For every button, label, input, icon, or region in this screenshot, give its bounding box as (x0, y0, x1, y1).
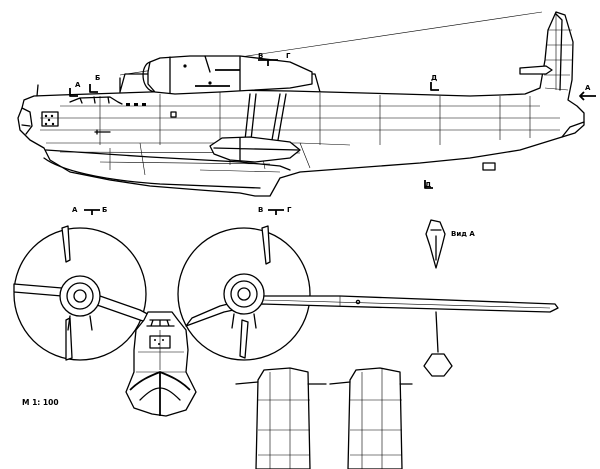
tail-cone (561, 121, 585, 138)
hull-front-panel (149, 335, 171, 349)
hull-handrail (94, 129, 111, 135)
tail-fin-ribs (544, 12, 572, 91)
section-label: В (258, 206, 263, 214)
engine-spinner-dot (183, 64, 187, 68)
wing-float-front (435, 311, 439, 353)
section-label: А (585, 84, 591, 92)
bow-window-dot (50, 114, 54, 118)
section-marker-ab-bottom (84, 209, 100, 215)
scale-label: М 1: 100 (22, 398, 59, 407)
wing-float-front-body (423, 353, 453, 377)
hull-hatch (482, 162, 496, 171)
hull-front-bottom (129, 371, 191, 416)
tailplane (519, 65, 553, 75)
cockpit-window (142, 103, 146, 106)
propeller-blade-right (239, 225, 271, 359)
hull-front-dot (158, 343, 160, 345)
section-label: Г (286, 52, 291, 60)
engine-nacelle (147, 55, 313, 95)
antenna-mast (36, 84, 39, 97)
nacelle-left-inner (66, 282, 94, 310)
section-label: Д (431, 74, 437, 82)
wing-panel-right-ribs (350, 368, 402, 469)
front-view (13, 219, 559, 417)
wing-panel-right-flap (329, 381, 413, 385)
cockpit-window (126, 103, 130, 106)
bow-window (41, 111, 59, 127)
section-label: Г (287, 206, 292, 214)
bow-window-dot (44, 122, 48, 126)
section-label: Б (102, 206, 107, 214)
wing-panel-left-flap (235, 381, 327, 385)
wing-panel-right (347, 367, 403, 469)
propeller-disc-right (177, 227, 311, 361)
tail-fin-front-detail (430, 229, 442, 261)
section-label: В (258, 52, 263, 60)
section-marker-a-top (69, 88, 78, 97)
hull-keel (43, 149, 291, 189)
section-label: Б (95, 74, 100, 82)
propeller-disc-left (13, 227, 147, 361)
section-marker-d-top (430, 82, 439, 91)
wing-right-trailing (261, 296, 551, 309)
wing-float-detail (213, 137, 299, 161)
section-label: А (75, 81, 81, 89)
view-label: Вид А (451, 230, 475, 238)
section-label: А (72, 206, 78, 214)
nacelle-left-hub (73, 289, 87, 303)
bow-window-dot (44, 114, 48, 118)
nacelle-right-outer (223, 273, 265, 315)
bow-window-dot (47, 118, 51, 122)
wing-marker (355, 299, 361, 305)
section-marker-d-bottom (424, 180, 433, 189)
hull-front (125, 311, 197, 417)
wing-panel-left-ribs (258, 368, 310, 469)
side-view (17, 11, 596, 197)
float-struts (244, 93, 287, 141)
hull-port (170, 111, 177, 118)
nacelle-struts (67, 313, 257, 331)
hull-outline (17, 11, 585, 197)
section-marker-vg-bottom (268, 209, 284, 215)
propeller-blade-left (61, 225, 73, 361)
hull-front-bottom-detail (139, 387, 181, 401)
hull-front-dot (162, 339, 164, 341)
wing-panel-details (235, 367, 413, 469)
nacelle-left-outer (59, 275, 101, 317)
nacelle-right-inner (230, 280, 258, 308)
section-marker-b-top (89, 84, 98, 93)
section-marker-vg-top (258, 59, 278, 66)
section-label: Д (425, 181, 431, 189)
engine-spinner-dot (208, 81, 212, 85)
engine-exhaust (195, 69, 240, 87)
engine-cowling (142, 55, 241, 94)
nacelle-right-hub (237, 287, 251, 301)
hull-lower-plating (46, 142, 351, 176)
hull-front-windows (146, 319, 175, 327)
hull-front-dot (154, 339, 156, 341)
bow-window-dot (51, 122, 55, 126)
tail-fin-rudder (555, 13, 563, 91)
wing-panel-left (255, 367, 311, 469)
cockpit-window (134, 103, 138, 106)
hull-panel-grid (40, 92, 560, 145)
section-marker-a-nose (579, 91, 596, 101)
hull-nose-cap (21, 107, 33, 135)
cockpit-glazing (69, 96, 123, 105)
